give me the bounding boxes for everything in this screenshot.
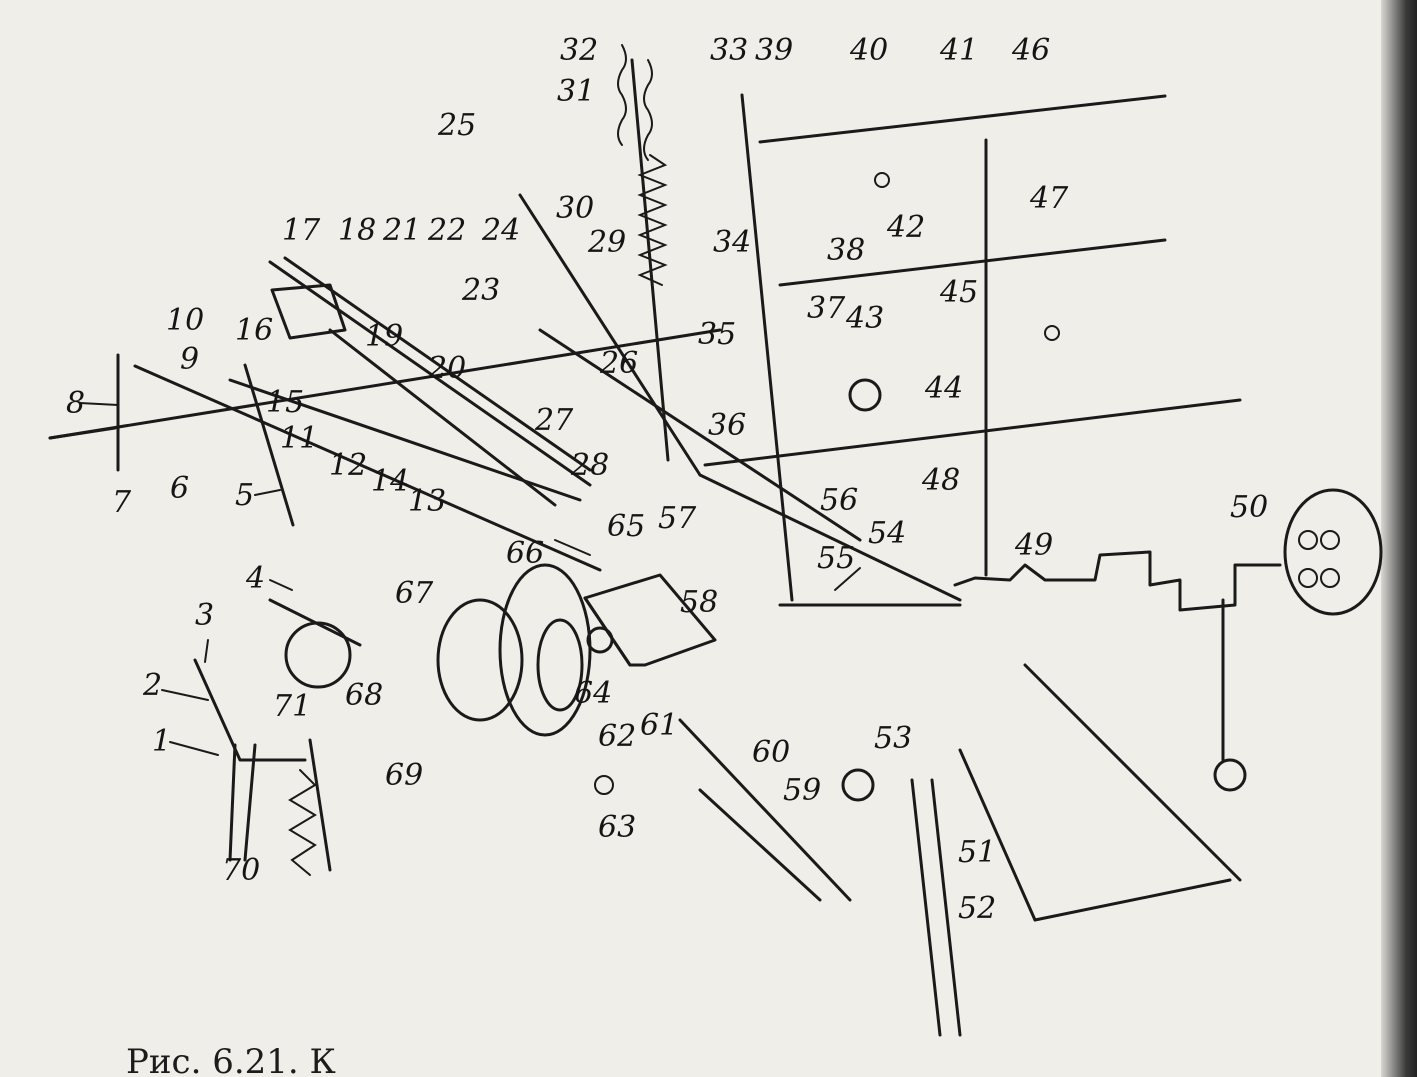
label-71: 71 [273,689,311,724]
label-27: 27 [534,403,574,438]
label-14: 14 [371,464,409,499]
label-16: 16 [235,313,273,348]
label-62: 62 [598,719,636,754]
label-61: 61 [640,708,678,743]
label-41: 41 [939,33,978,68]
label-30: 30 [556,191,594,226]
label-37: 37 [807,291,846,326]
label-20: 20 [427,351,466,386]
label-33: 33 [710,33,748,68]
label-48: 48 [921,463,960,498]
label-57: 57 [658,501,697,536]
label-24: 24 [481,213,520,248]
label-11: 11 [280,421,318,456]
label-60: 60 [752,735,790,770]
label-8: 8 [66,386,85,421]
label-42: 42 [886,210,925,245]
label-47: 47 [1029,181,1069,216]
label-21: 21 [382,213,421,248]
label-15: 15 [266,385,304,420]
label-26: 26 [599,346,638,381]
label-35: 35 [698,317,736,352]
label-25: 25 [437,108,476,143]
label-63: 63 [598,810,636,845]
figure-caption: Рис. 6.21. К [126,1042,336,1077]
label-52: 52 [958,891,996,926]
label-70: 70 [222,853,260,888]
label-34: 34 [713,225,751,260]
label-56: 56 [820,483,858,518]
label-36: 36 [708,408,746,443]
label-49: 49 [1014,528,1053,563]
label-23: 23 [461,273,500,308]
label-68: 68 [345,678,383,713]
label-3: 3 [195,598,214,633]
label-31: 31 [557,74,595,109]
label-4: 4 [245,561,265,596]
label-17: 17 [282,213,321,248]
label-53: 53 [874,721,912,756]
label-69: 69 [385,758,423,793]
part-number-labels: 1 2 3 4 5 6 7 8 9 10 11 12 13 14 15 16 1… [66,33,1268,926]
label-46: 46 [1011,33,1050,68]
label-12: 12 [329,448,367,483]
mechanism-linework [48,44,1383,1037]
label-55: 55 [817,541,855,576]
label-2: 2 [142,668,162,703]
label-54: 54 [868,516,906,551]
label-32: 32 [560,33,598,68]
label-7: 7 [112,485,132,520]
label-66: 66 [506,536,544,571]
label-51: 51 [958,835,996,870]
label-9: 9 [180,342,199,377]
label-10: 10 [166,303,204,338]
label-38: 38 [827,233,865,268]
label-59: 59 [783,773,821,808]
label-28: 28 [570,448,609,483]
label-40: 40 [849,33,888,68]
label-6: 6 [170,471,189,506]
label-29: 29 [587,225,626,260]
label-43: 43 [845,301,884,336]
label-50: 50 [1230,490,1268,525]
label-5: 5 [235,478,254,513]
label-13: 13 [408,484,446,519]
label-39: 39 [755,33,793,68]
label-19: 19 [365,319,403,354]
label-64: 64 [574,676,612,711]
label-67: 67 [395,576,434,611]
label-1: 1 [152,724,171,759]
label-45: 45 [939,275,978,310]
label-65: 65 [607,509,645,544]
label-22: 22 [427,213,466,248]
label-18: 18 [338,213,376,248]
label-58: 58 [680,585,718,620]
label-44: 44 [924,371,963,406]
